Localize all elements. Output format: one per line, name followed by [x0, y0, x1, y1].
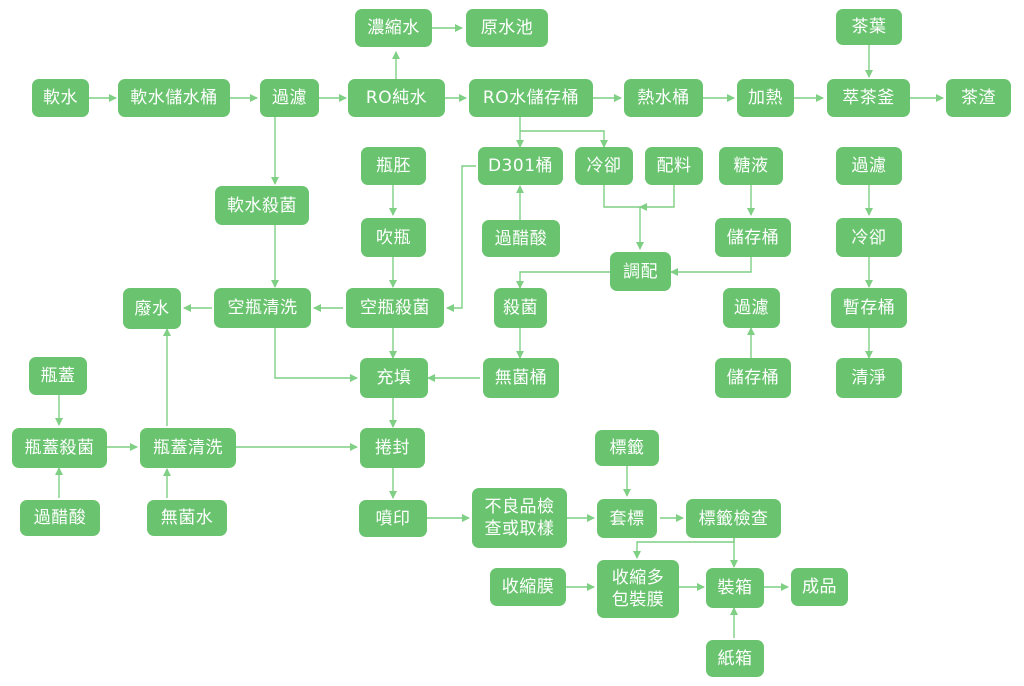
- raw-water-pool-node: 原水池: [466, 9, 548, 47]
- inkjet-coding-node: 噴印: [359, 500, 427, 537]
- tea-leaves-node: 茶葉: [836, 9, 902, 45]
- tea-residue-node: 茶渣: [946, 79, 1011, 117]
- buffer-tank-node: 暫存桶: [831, 288, 907, 328]
- edge: [274, 328, 358, 382]
- cap-washing-node: 瓶蓋清洗: [140, 428, 236, 468]
- label-sleeving-node: 套標: [597, 499, 657, 538]
- cooling-node-right: 冷卻: [836, 218, 902, 257]
- label-inspection-node: 標籤檢查: [686, 499, 781, 538]
- multipack-shrink-node: 收縮多 包裝膜: [597, 560, 679, 618]
- filling-node: 充填: [360, 358, 428, 398]
- seaming-node: 捲封: [360, 428, 425, 468]
- sterile-water-node: 無菌水: [147, 500, 227, 536]
- filter-node-syrup: 過濾: [723, 288, 780, 328]
- peracetic-acid-cap-node: 過醋酸: [20, 500, 100, 536]
- cooling-node: 冷卻: [575, 147, 633, 185]
- hot-water-tank-node: 熱水桶: [624, 79, 703, 117]
- tea-extractor-node: 萃茶釜: [827, 79, 910, 117]
- concentrated-water-node: 濃縮水: [355, 9, 432, 47]
- filter-node: 過濾: [260, 79, 319, 117]
- shrink-film-node: 收縮膜: [490, 568, 566, 606]
- peracetic-acid-node: 過醋酸: [482, 220, 560, 257]
- edge: [670, 257, 752, 276]
- blow-molding-node: 吹瓶: [361, 218, 426, 257]
- soft-water-sterilization-node: 軟水殺菌: [215, 186, 309, 225]
- boxing-node: 裝箱: [706, 568, 764, 608]
- clean-node: 清淨: [836, 358, 902, 398]
- label-node: 標籤: [595, 430, 659, 466]
- edge: [633, 538, 735, 559]
- defect-inspection-node: 不良品檢 查或取樣: [472, 488, 567, 548]
- empty-bottle-washing-node: 空瓶清洗: [214, 288, 311, 328]
- storage-tank-node: 儲存桶: [715, 218, 791, 257]
- ro-pure-water-node: RO純水: [348, 79, 445, 117]
- wastewater-node: 廢水: [123, 288, 181, 329]
- finished-product-node: 成品: [791, 568, 848, 606]
- bottle-preform-node: 瓶胚: [361, 147, 426, 185]
- edge: [603, 185, 644, 250]
- ro-water-storage-node: RO水儲存桶: [469, 79, 593, 117]
- edge: [639, 185, 675, 211]
- empty-bottle-sterilization-node: 空瓶殺菌: [346, 288, 444, 328]
- heating-node: 加熱: [737, 79, 794, 117]
- storage-tank-node-lower: 儲存桶: [715, 358, 791, 398]
- cap-sterilization-node: 瓶蓋殺菌: [12, 428, 107, 468]
- d301-tank-node: D301桶: [478, 147, 563, 185]
- edge: [516, 271, 610, 289]
- edge: [446, 165, 476, 312]
- ingredients-node: 配料: [645, 147, 703, 185]
- bottle-cap-node: 瓶蓋: [29, 357, 87, 395]
- soft-water-node: 軟水: [32, 79, 89, 117]
- sterilization-node: 殺菌: [494, 288, 547, 328]
- edge: [520, 130, 608, 148]
- aseptic-tank-node: 無菌桶: [483, 358, 559, 398]
- syrup-node: 糖液: [719, 147, 783, 185]
- blending-node: 調配: [610, 252, 671, 291]
- filter-node-right: 過濾: [836, 147, 902, 185]
- soft-water-tank-node: 軟水儲水桶: [118, 79, 230, 117]
- carton-node: 紙箱: [706, 640, 764, 677]
